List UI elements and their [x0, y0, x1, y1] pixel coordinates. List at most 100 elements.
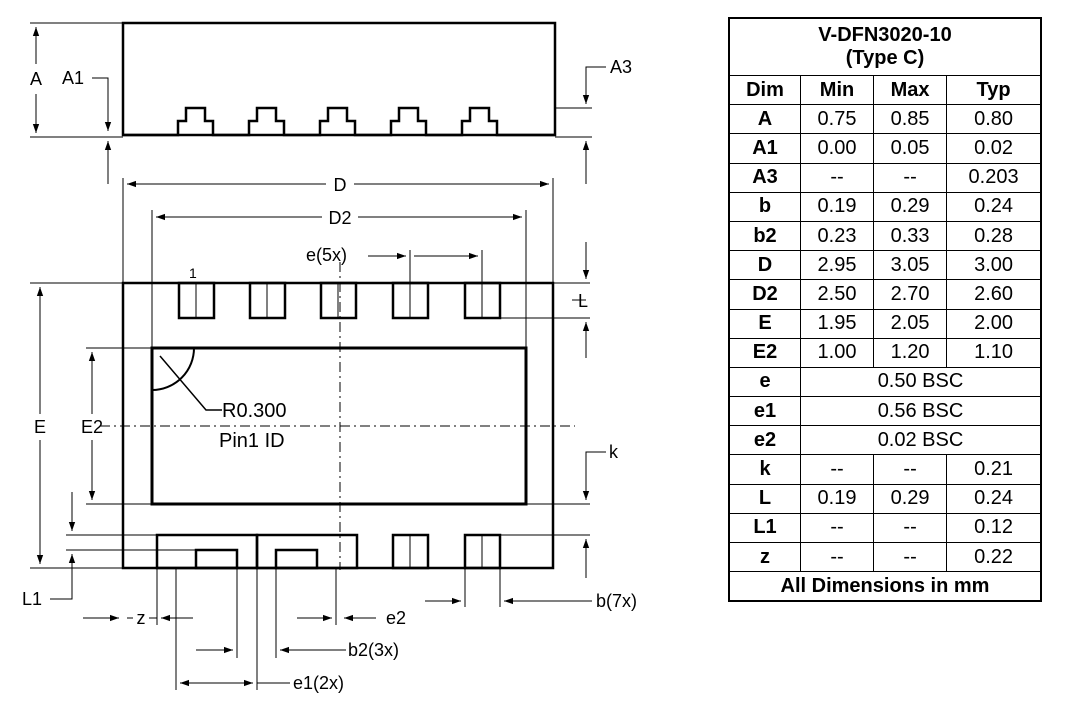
cell-min: 1.00	[799, 337, 875, 368]
label-e2: e2	[386, 608, 406, 628]
label-e5x: e(5x)	[306, 245, 347, 265]
cell-typ: 0.28	[946, 220, 1042, 252]
cell-dim: A1	[728, 133, 801, 164]
cell-min: 0.00	[799, 133, 875, 164]
cell-dim: k	[728, 454, 801, 485]
table-title-row: V-DFN3020-10 (Type C)	[728, 17, 1042, 76]
header-typ: Typ	[946, 74, 1042, 106]
cell-bsc: 0.02 BSC	[800, 425, 1042, 456]
cell-typ: 0.24	[946, 191, 1042, 222]
table-title-line2: (Type C)	[845, 47, 925, 69]
label-e1-2x: e1(2x)	[293, 673, 344, 693]
cell-dim: e1	[728, 396, 801, 427]
cell-min: 1.95	[799, 308, 875, 339]
label-pin1-id: Pin1 ID	[219, 430, 285, 452]
label-L1: L1	[22, 589, 42, 609]
label-pin1: 1	[189, 265, 197, 281]
cell-max: 2.05	[873, 308, 948, 339]
header-min: Min	[799, 74, 875, 106]
cell-typ: 1.10	[946, 337, 1042, 368]
label-D: D	[334, 175, 347, 195]
cell-dim: e	[728, 366, 801, 398]
table-header-row: Dim Min Max Typ	[728, 74, 1042, 106]
cell-max: 0.29	[873, 191, 948, 222]
cell-typ: 0.24	[946, 483, 1042, 514]
header-dim: Dim	[728, 74, 801, 106]
table-row: k----0.21	[728, 454, 1042, 485]
table-title-line1: V-DFN3020-10	[818, 24, 952, 46]
label-z: z	[137, 608, 146, 628]
table-row: L1----0.12	[728, 512, 1042, 544]
cell-typ: 0.12	[946, 512, 1042, 544]
package-outline-drawing: A A1 A3 D D2 e(5x) 1 L E E2 R0.300 Pin1 …	[22, 21, 637, 693]
cell-max: 0.33	[873, 220, 948, 252]
bottom-view	[30, 178, 606, 690]
label-A1: A1	[62, 68, 84, 88]
table-footer: All Dimensions in mm	[728, 571, 1042, 602]
cell-max: --	[873, 162, 948, 193]
label-b2-3x: b2(3x)	[348, 640, 399, 660]
cell-dim: E	[728, 308, 801, 339]
cell-max: 2.70	[873, 279, 948, 310]
dimension-labels: A A1 A3 D D2 e(5x) 1 L E E2 R0.300 Pin1 …	[22, 57, 637, 693]
label-k: k	[609, 442, 619, 462]
cell-max: --	[873, 541, 948, 573]
cell-dim: b2	[728, 220, 801, 252]
label-b7x: b(7x)	[596, 591, 637, 611]
cell-min: 0.23	[799, 220, 875, 252]
cell-max: 1.20	[873, 337, 948, 368]
cell-typ: 0.80	[946, 104, 1042, 135]
label-L: L	[578, 291, 588, 311]
cell-typ: 2.60	[946, 279, 1042, 310]
cell-dim: A3	[728, 162, 801, 193]
cell-min: --	[799, 512, 875, 544]
cell-min: --	[799, 541, 875, 573]
cell-min: 2.50	[799, 279, 875, 310]
cell-dim: b	[728, 191, 801, 222]
label-E: E	[34, 417, 46, 437]
cell-min: 0.75	[799, 104, 875, 135]
cell-typ: 3.00	[946, 250, 1042, 281]
cell-max: --	[873, 512, 948, 544]
cell-dim: z	[728, 541, 801, 573]
cell-dim: D2	[728, 279, 801, 310]
label-E2: E2	[81, 417, 103, 437]
cell-dim: A	[728, 104, 801, 135]
cell-dim: E2	[728, 337, 801, 368]
cell-max: 0.05	[873, 133, 948, 164]
label-R0300: R0.300	[222, 400, 287, 422]
table-footer-row: All Dimensions in mm	[728, 571, 1042, 602]
table-row: z----0.22	[728, 541, 1042, 573]
cell-min: --	[799, 454, 875, 485]
cell-typ: 0.21	[946, 454, 1042, 485]
cell-min: --	[799, 162, 875, 193]
cell-dim: e2	[728, 425, 801, 456]
label-A3: A3	[610, 57, 632, 77]
cell-max: --	[873, 454, 948, 485]
cell-min: 2.95	[799, 250, 875, 281]
cell-typ: 0.22	[946, 541, 1042, 573]
cell-max: 0.29	[873, 483, 948, 514]
cell-max: 3.05	[873, 250, 948, 281]
cell-dim: L	[728, 483, 801, 514]
cell-bsc: 0.50 BSC	[800, 366, 1042, 398]
cell-typ: 2.00	[946, 308, 1042, 339]
table-row: A3----0.203	[728, 162, 1042, 193]
label-A: A	[30, 69, 42, 89]
cell-dim: L1	[728, 512, 801, 544]
cell-dim: D	[728, 250, 801, 281]
cell-max: 0.85	[873, 104, 948, 135]
cell-typ: 0.203	[946, 162, 1042, 193]
table-title: V-DFN3020-10 (Type C)	[728, 17, 1042, 76]
